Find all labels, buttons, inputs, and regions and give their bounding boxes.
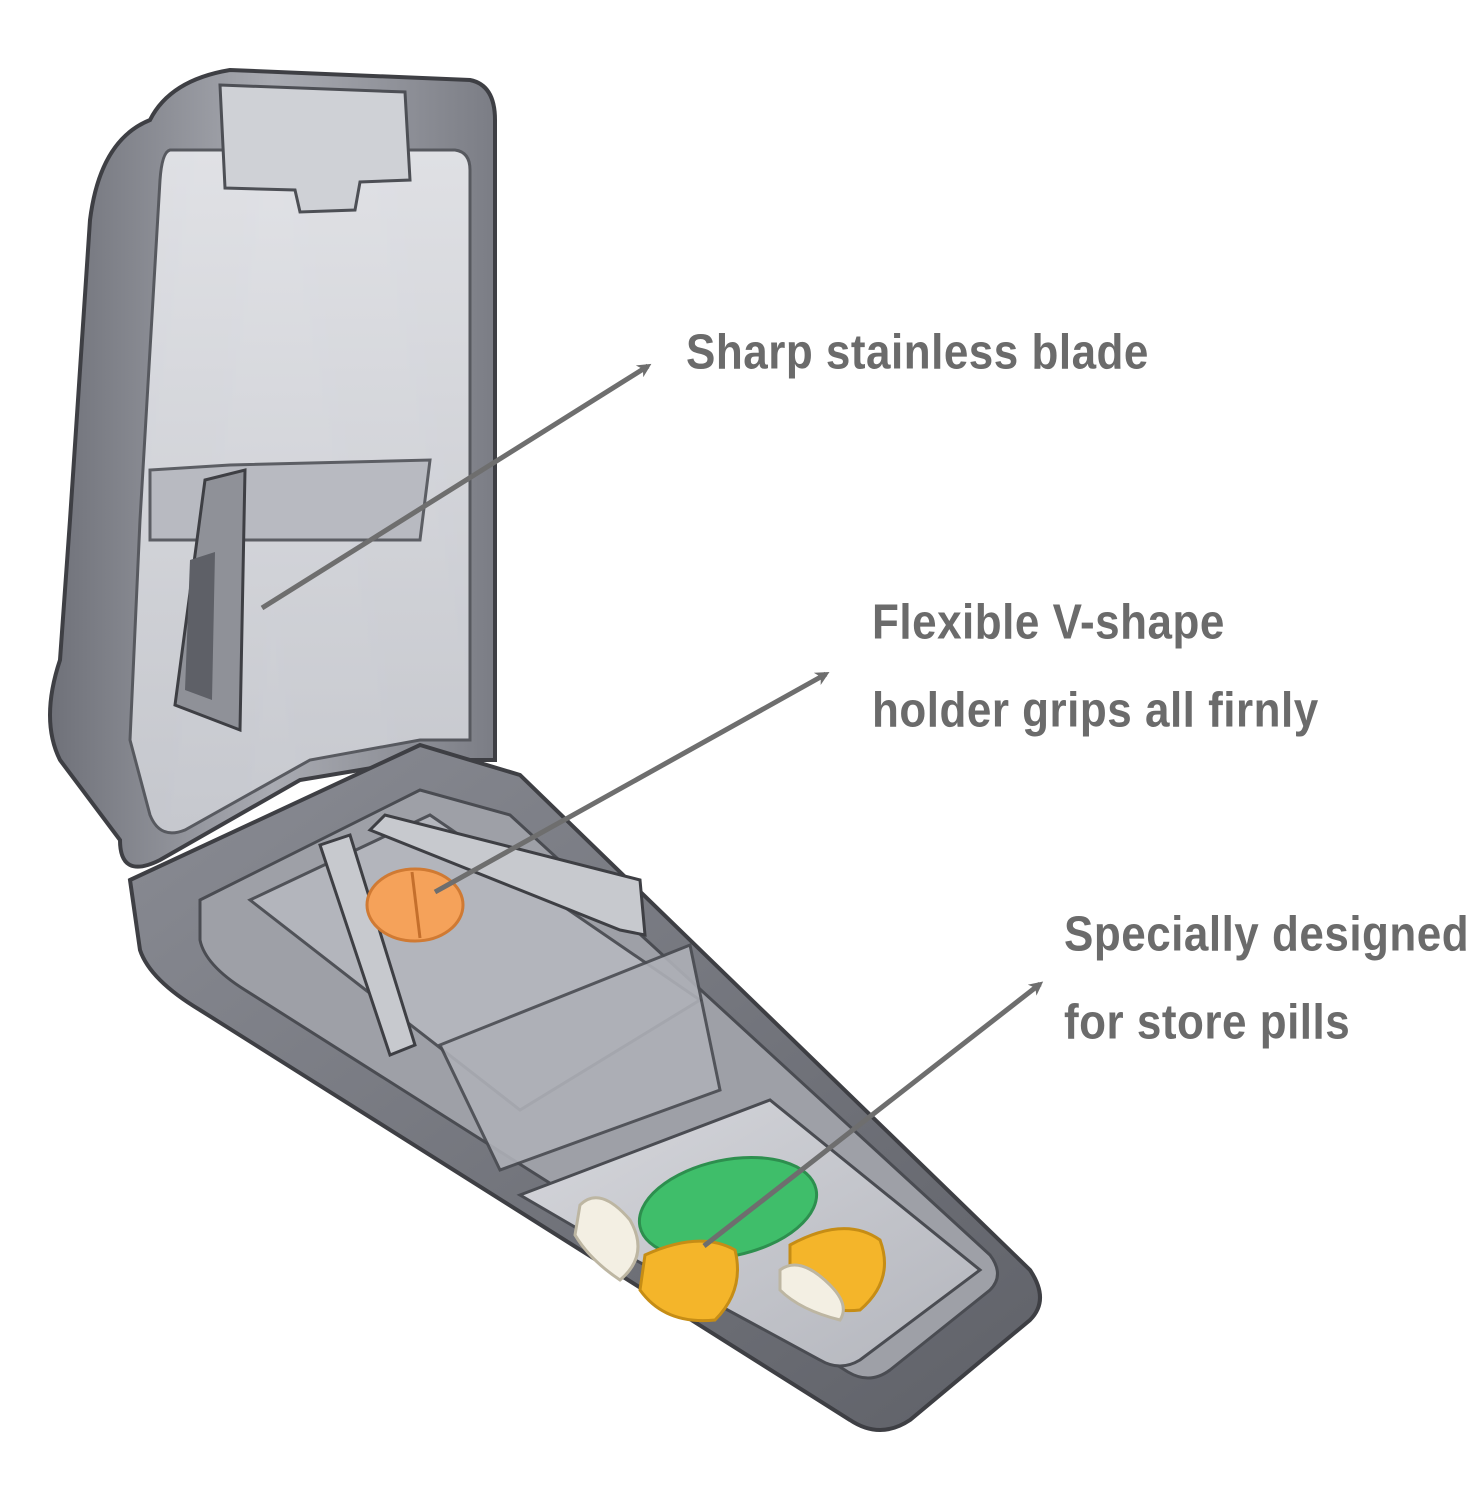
callout-blade: Sharp stainless blade [686, 324, 1149, 380]
callout-holder-line-2: holder grips all firnly [872, 682, 1319, 738]
pill-white-piece-right [778, 1263, 845, 1322]
arrow-holder [433, 671, 830, 895]
lid [48, 67, 497, 869]
blade-edge [185, 552, 215, 700]
callout-holder-line-1: Flexible V-shape [872, 594, 1225, 650]
callout-arrows [260, 363, 1044, 1248]
pill-score-line [410, 871, 422, 939]
arrow-blade [260, 363, 652, 611]
v-holder-left-arm [318, 833, 417, 1057]
callout-storage-line-1: Specially designed [1064, 906, 1470, 962]
arrow-storage [702, 981, 1044, 1248]
bridge-divider [437, 942, 722, 1172]
pill-white-half-left [573, 1196, 640, 1282]
pills [365, 867, 886, 1323]
pill-yellow-half-center [638, 1239, 739, 1323]
callout-storage-line-2: for store pills [1064, 994, 1351, 1050]
lid-top-tab [218, 83, 412, 214]
v-holder-right-arm [367, 813, 647, 937]
pill-green [637, 1155, 819, 1261]
